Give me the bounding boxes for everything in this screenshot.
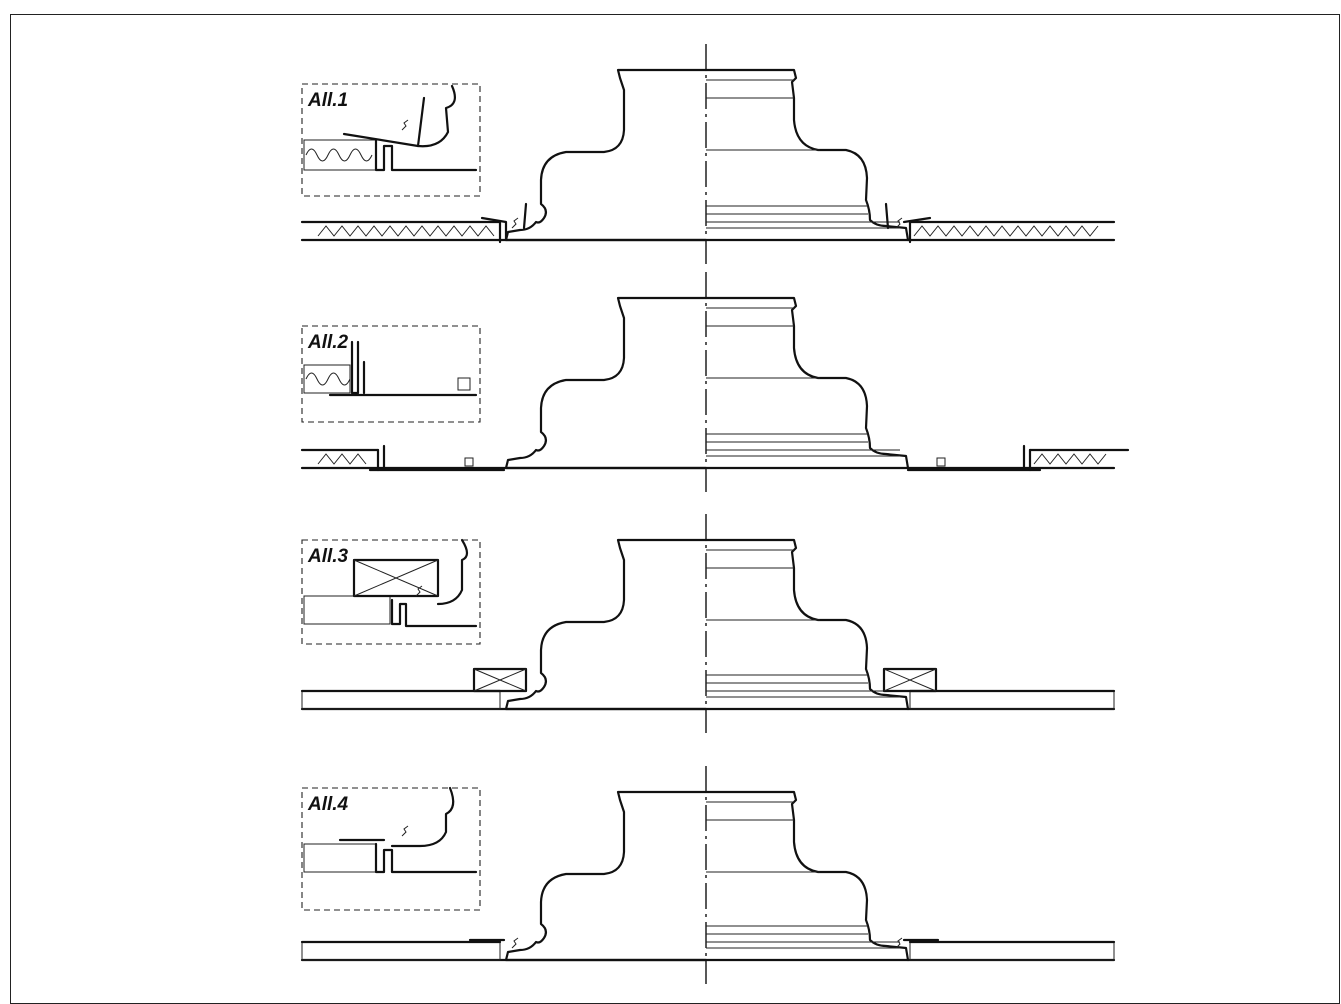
inset-upstand [350, 340, 360, 395]
column-base-right-elevation [704, 538, 910, 711]
spring-right [895, 217, 903, 229]
detail-group-3: All.3 [300, 514, 1116, 733]
detail-group-4: All.4 [300, 766, 1116, 984]
insulation-left [317, 225, 495, 237]
timber-slab-right [909, 690, 1115, 710]
inset-bolt [457, 377, 471, 391]
batten-cross [883, 668, 937, 692]
clip-right [884, 202, 890, 230]
inset-timber [303, 595, 391, 625]
inset-profile [374, 138, 478, 172]
column-base-left-profile [504, 68, 708, 242]
inset-insulation [303, 364, 351, 394]
detail-group-2: All.2 [300, 272, 1130, 492]
inset-insulation [303, 139, 377, 171]
insulation-right [913, 225, 1099, 237]
detail-label: All.2 [307, 332, 349, 353]
detail-inset-box [301, 83, 481, 197]
insulation-right [1033, 453, 1107, 465]
timber-slab-left [301, 690, 501, 710]
concrete-slab-left [301, 941, 501, 961]
inset-profile [390, 598, 478, 628]
clip-left [522, 202, 528, 230]
column-base-left-profile [504, 538, 708, 711]
detail-label: All.4 [307, 794, 349, 815]
detail-label: All.1 [307, 90, 348, 111]
inset-profile [374, 842, 478, 874]
insulation-left [317, 453, 367, 465]
spring-left [511, 217, 519, 229]
inset-wave [305, 372, 351, 386]
detail-group-1: All.1 [300, 44, 1116, 264]
flashing-right [902, 216, 932, 224]
column-base-right-elevation [704, 790, 910, 962]
inset-clip [416, 96, 426, 148]
detail-inset-box [301, 325, 481, 423]
inset-concrete [303, 843, 377, 873]
detail-inset-box [301, 539, 481, 645]
spring-right [895, 937, 903, 949]
batten-cross [473, 668, 527, 692]
detail-label: All.3 [307, 546, 349, 567]
bolt-right [936, 457, 946, 467]
inset-batten-cross [353, 559, 439, 597]
inset-spring [401, 825, 409, 837]
batten-block [882, 667, 938, 693]
batten-block [472, 667, 528, 693]
inset-spring [415, 585, 423, 597]
concrete-slab-right [909, 941, 1115, 961]
spring-left [511, 937, 519, 949]
inset-wave [305, 148, 373, 162]
inset-flashing [342, 84, 457, 148]
flashing-left [480, 216, 508, 242]
bolt-left [464, 457, 474, 467]
inset-batten [352, 558, 440, 598]
inset-spring [401, 119, 409, 131]
inset-column [436, 538, 469, 606]
inset-column [390, 786, 455, 848]
column-base-right-elevation [704, 296, 910, 470]
column-base-left-profile [504, 296, 708, 470]
column-base-left-profile [504, 790, 708, 962]
column-base-right-elevation [704, 68, 910, 242]
